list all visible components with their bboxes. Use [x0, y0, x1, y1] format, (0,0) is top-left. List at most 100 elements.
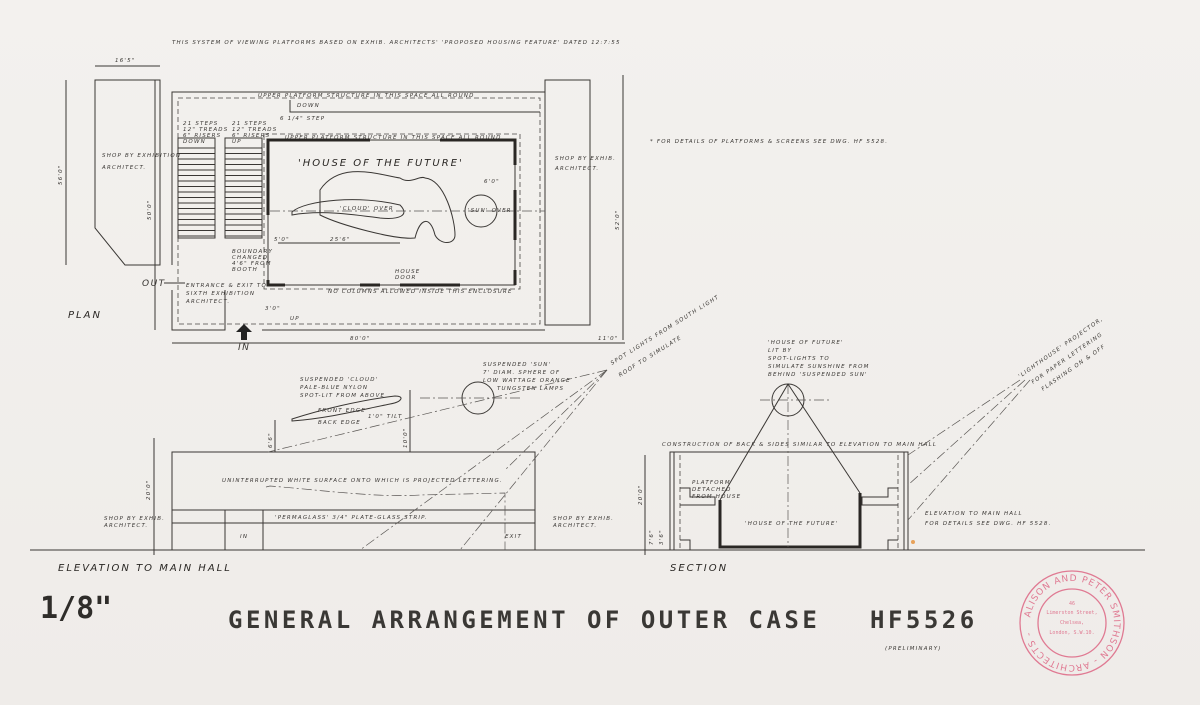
house-door-2: DOOR: [395, 275, 417, 281]
house-section: [718, 493, 862, 549]
entrance-1: ENTRANCE & EXIT TO: [186, 283, 267, 289]
house-note-2: LIT BY: [768, 348, 792, 354]
sun-note-1: SUSPENDED 'SUN': [483, 362, 551, 368]
house-note-3: SPOT-LIGHTS TO: [768, 356, 830, 362]
boundary-note-2: CHANGED: [232, 255, 268, 261]
elev-height: 20'0": [146, 479, 152, 500]
light-ray: [504, 369, 608, 471]
section-walls: [673, 452, 905, 550]
section-label: SECTION: [670, 563, 728, 574]
hall-outline-bottom: [171, 290, 545, 331]
elevation-exit-label: EXIT: [505, 534, 522, 540]
light-ray: [359, 369, 608, 551]
dim-height-right: 52'0": [615, 209, 621, 230]
suspended-cloud: [291, 395, 402, 422]
sun-note-2: 7' DIAM. SPHERE OF: [483, 370, 560, 376]
right-shop-outline: [544, 79, 591, 326]
platform-note-2: DETACHED: [692, 487, 732, 493]
side-note: * FOR DETAILS OF PLATFORMS & SCREENS SEE…: [650, 139, 888, 145]
dim-height-mid: 50'0": [147, 199, 153, 220]
entrance-arrow-icon: [236, 324, 252, 340]
entrance-3: ARCHITECT.: [185, 299, 230, 305]
section-view: 'HOUSE OF FUTURE' LIT BY SPOT-LIGHTS TO …: [638, 316, 1107, 574]
cloud-outline: [319, 171, 456, 243]
pin-mark: [911, 540, 915, 544]
elevation-note-2: FOR DETAILS SEE DWG. HF 5528.: [925, 521, 1052, 527]
stairs-left-3: 6" RISERS: [183, 133, 221, 139]
down-label: DOWN: [297, 103, 320, 109]
house-note-4: SIMULATE SUNSHINE FROM: [768, 364, 870, 370]
stamp-line-4: London, S.W.10.: [1049, 630, 1094, 636]
elevation-box: [171, 451, 536, 551]
plan-label: PLAN: [68, 310, 102, 321]
elevation-view: IN EXIT UNINTERRUPTED WHITE SURFACE ONTO…: [30, 294, 1145, 574]
stairs-right-4: UP: [232, 139, 242, 145]
light-ray: [459, 369, 608, 551]
stairs-right-2: 12" TREADS: [232, 127, 277, 133]
shop-left-1: SHOP BY EXHIBITION: [102, 153, 181, 159]
stairs-right: [225, 147, 262, 237]
section-dim-b: 3'6": [659, 529, 665, 545]
cloud-note-3: SPOT-LIT FROM ABOVE: [300, 393, 385, 399]
house-door-1: HOUSE: [395, 269, 420, 275]
columns-note: NO COLUMNS ALLOWED INSIDE THIS ENCLOSURE: [328, 289, 513, 295]
boundary-note-1: BOUNDARY: [232, 249, 273, 255]
elevation-note-1: ELEVATION TO MAIN HALL: [925, 511, 1023, 517]
sun-note-4: TUNGSTEN LAMPS: [497, 386, 564, 392]
shop-right-1: SHOP BY EXHIB.: [555, 156, 616, 162]
section-house-label: 'HOUSE OF THE FUTURE': [745, 521, 838, 527]
elev-shop-left-2: ARCHITECT.: [103, 523, 148, 529]
construction-note: CONSTRUCTION OF BACK & SIDES SIMILAR TO …: [662, 442, 937, 448]
upper-platform-inner-note: UPPER PLATFORM STRUCTURE IN THIS SPACE A…: [285, 135, 502, 141]
cloud-tilt: 1'0" TILT: [368, 414, 403, 420]
stairs-right-3: 6" RISERS: [232, 133, 270, 139]
elev-shop-right-2: ARCHITECT.: [552, 523, 597, 529]
house-walls: [266, 138, 517, 287]
dim-d1: 5'0": [274, 237, 290, 243]
projector-note-1: 'LIGHTHOUSE' PROJECTOR,: [1018, 316, 1105, 379]
sun-ray: [787, 383, 861, 494]
stairs-left-4: DOWN: [183, 139, 206, 145]
drawing-title: GENERAL ARRANGEMENT OF OUTER CASE: [228, 606, 820, 634]
left-shop-outline: [94, 79, 161, 266]
section-height: 20'0": [638, 484, 644, 505]
sun-label: 'SUN' OVER: [468, 208, 512, 214]
step-label: 6 1/4" STEP: [280, 116, 325, 122]
entrance-2: SIXTH EXHIBITION: [186, 291, 255, 297]
dim-right-width: 11'0": [598, 336, 619, 342]
elev-shop-right-1: SHOP BY EXHIB.: [553, 516, 614, 522]
plan-view: 16'5" 56'0" 50'0" SHOP BY EXHIBITION ARC…: [58, 58, 625, 353]
platform-steps: [680, 487, 898, 550]
house-of-future-label: 'HOUSE OF THE FUTURE': [298, 158, 464, 169]
out-label: OUT: [142, 279, 166, 289]
strip-note: 'PERMAGLASS' 3/4" PLATE-GLASS STRIP.: [275, 515, 428, 521]
spot-note-1: SPOT LIGHTS FROM SOUTH LIGHT: [610, 294, 721, 366]
sun-note-3: LOW WATTAGE ORANGE: [483, 378, 571, 384]
hall-outline: [171, 91, 545, 265]
status-label: (PRELIMINARY): [885, 646, 942, 652]
cloud-label: 'CLOUD' OVER: [340, 206, 394, 212]
house-note-5: BEHIND 'SUSPENDED SUN': [768, 372, 868, 378]
stamp-line-2: Limerston Street,: [1046, 610, 1097, 616]
projector-ray: [907, 379, 1026, 486]
cloud-inner-outline: [291, 199, 405, 219]
section-box: [669, 451, 909, 551]
shop-left-2: ARCHITECT.: [101, 165, 146, 171]
boundary-note-3: 4'6" FROM: [232, 261, 272, 267]
elevation-label: ELEVATION TO MAIN HALL: [58, 563, 232, 574]
stairs-left-2: 12" TREADS: [183, 127, 228, 133]
dim-d2: 25'6": [330, 237, 351, 243]
dim-left-width: 16'5": [115, 58, 136, 64]
cloud-back-edge: BACK EDGE: [318, 420, 361, 426]
elev-shop-left-1: SHOP BY EXHIB.: [104, 516, 165, 522]
stairs-left-1: 21 STEPS: [183, 121, 218, 127]
dim-height-left: 56'0": [58, 164, 64, 185]
stair-flight-left: [177, 137, 216, 239]
elevation-in-label: IN: [240, 534, 248, 540]
stair-flight-right: [224, 137, 263, 239]
elev-dim-a: 6'6": [268, 432, 274, 448]
upper-platform-outer-note: UPPER PLATFORM STRUCTURE IN THIS SPACE A…: [258, 93, 475, 99]
dim-d4: 6'0": [484, 179, 500, 185]
dim-overall-width: 80'0": [350, 336, 371, 342]
